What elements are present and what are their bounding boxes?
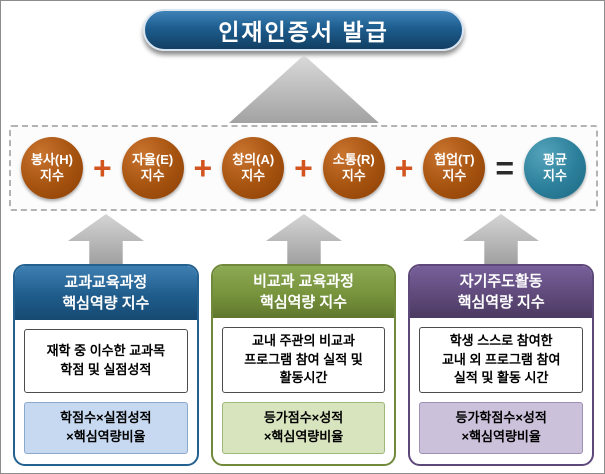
index-circle-collaboration-t: 협업(T) 지수 <box>423 137 486 199</box>
up-arrow-icon <box>463 214 539 264</box>
plus-operator: + <box>294 150 313 186</box>
column-formula: 학점수×실점성적 ×핵심역량비율 <box>24 402 188 454</box>
equals-operator: = <box>495 150 515 186</box>
page-title: 인재인증서 발급 <box>218 19 389 45</box>
plus-operator: + <box>193 150 213 186</box>
column-header: 자기주도활동 핵심역량 지수 <box>410 266 593 318</box>
plus-operator: + <box>92 150 112 186</box>
source-columns: 교과교육과정 핵심역량 지수 재학 중 이수한 교과목 학점 및 실점성적 학점… <box>13 264 595 466</box>
column-body: 학생 스스로 참여한 교내 외 프로그램 참여 실적 및 활동 시간 <box>419 326 584 394</box>
up-arrow-icon <box>68 214 144 264</box>
column-body: 재학 중 이수한 교과목 학점 및 실점성적 <box>24 329 188 394</box>
column-curricular: 교과교육과정 핵심역량 지수 재학 중 이수한 교과목 학점 및 실점성적 학점… <box>13 264 199 466</box>
index-circle-communication-r: 소통(R) 지수 <box>322 137 385 199</box>
column-body: 교내 주관의 비교과 프로그램 참여 실적 및 활동시간 <box>221 326 386 394</box>
plus-operator: + <box>394 150 414 186</box>
column-formula: 등가점수×성적 ×핵심역량비율 <box>221 402 386 454</box>
index-circle-creativity-a: 창의(A) 지수 <box>222 137 285 199</box>
column-self-directed: 자기주도활동 핵심역량 지수 학생 스스로 참여한 교내 외 프로그램 참여 실… <box>408 264 595 466</box>
main-up-arrow-icon <box>229 55 379 123</box>
column-body-area: 재학 중 이수한 교과목 학점 및 실점성적 <box>15 320 197 398</box>
column-formula: 등가학점수×성적 ×핵심역량비율 <box>419 402 584 454</box>
title-banner: 인재인증서 발급 <box>143 9 464 51</box>
average-index-circle: 평균 지수 <box>523 137 586 199</box>
column-extracurricular: 비교과 교육과정 핵심역량 지수 교내 주관의 비교과 프로그램 참여 실적 및… <box>210 264 397 466</box>
up-arrow-icon <box>266 214 342 264</box>
index-band: 봉사(H) 지수 + 자율(E) 지수 + 창의(A) 지수 + 소통(R) 지… <box>9 125 598 211</box>
index-circle-autonomy-e: 자율(E) 지수 <box>121 137 184 199</box>
column-body-area: 학생 스스로 참여한 교내 외 프로그램 참여 실적 및 활동 시간 <box>410 318 592 399</box>
index-circle-service-h: 봉사(H) 지수 <box>21 137 83 199</box>
column-header: 비교과 교육과정 핵심역량 지수 <box>212 266 395 318</box>
column-header: 교과교육과정 핵심역량 지수 <box>15 266 197 320</box>
column-body-area: 교내 주관의 비교과 프로그램 참여 실적 및 활동시간 <box>213 318 395 399</box>
